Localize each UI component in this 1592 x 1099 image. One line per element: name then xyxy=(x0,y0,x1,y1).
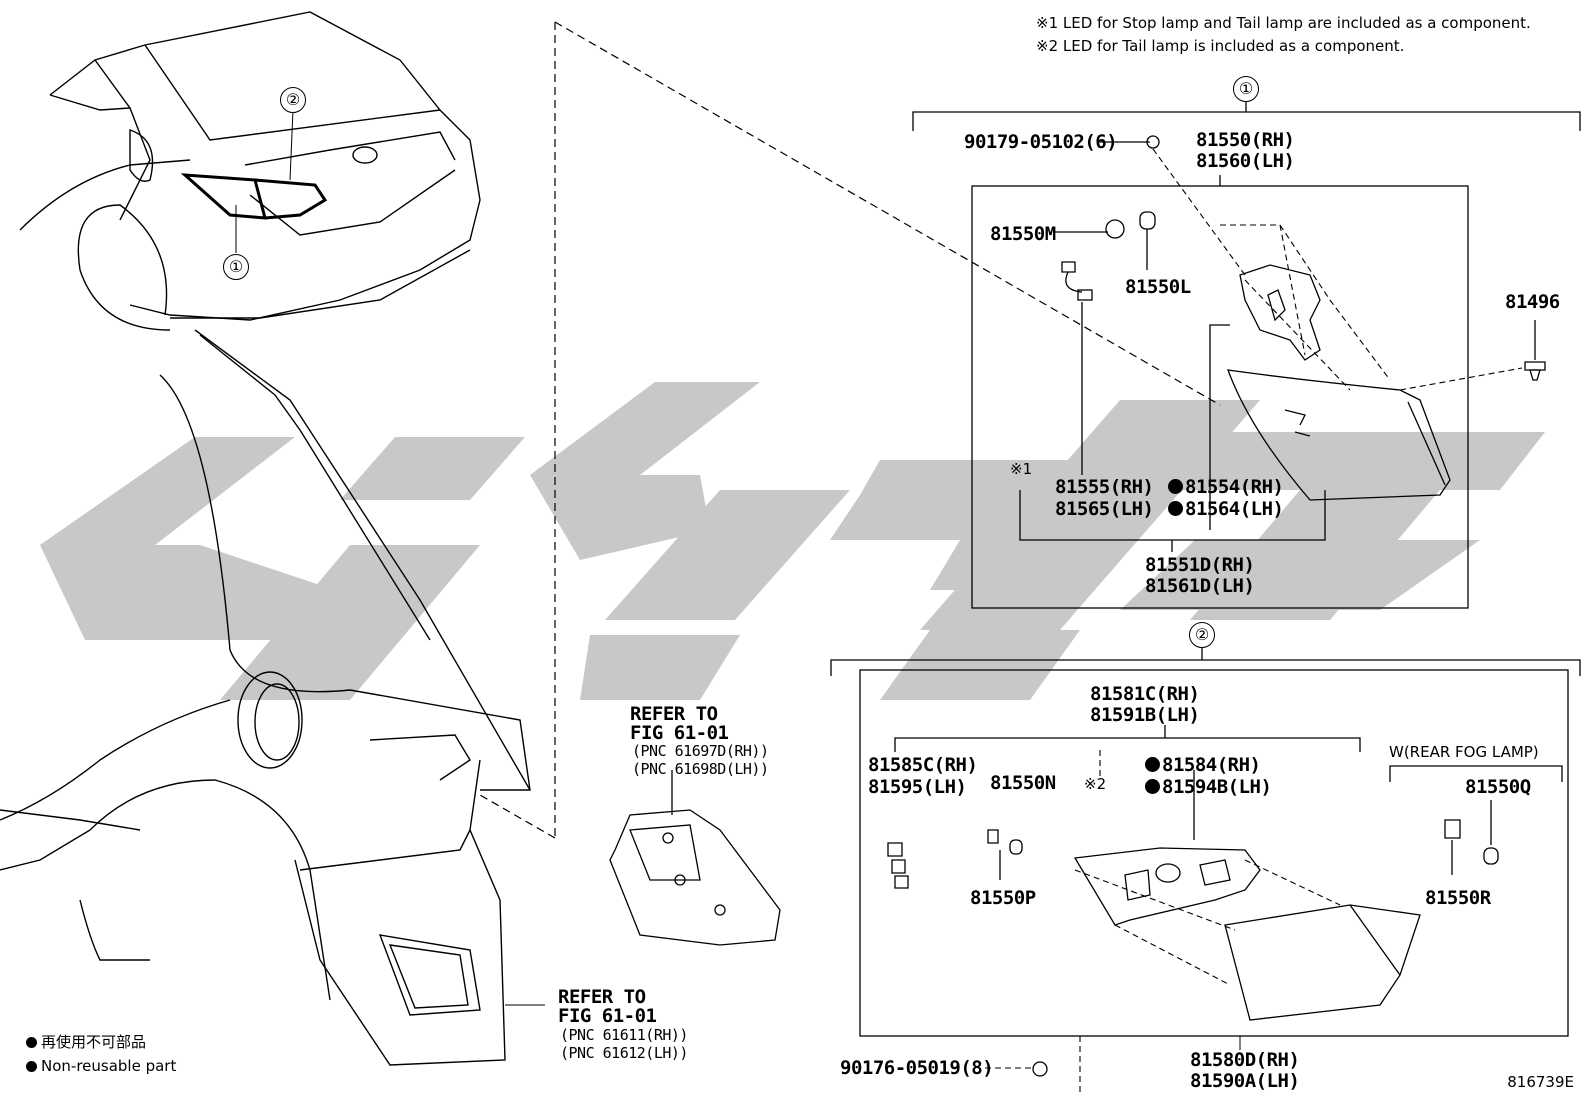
label-socket-81550p: 81550P xyxy=(970,887,1036,909)
bullet-icon xyxy=(26,1061,37,1072)
label-socket-81550r: 81550R xyxy=(1425,887,1491,909)
callout-lines-car xyxy=(235,109,294,253)
marker-1-group: ① xyxy=(1233,76,1259,102)
ref-a-line1: REFER TO xyxy=(630,703,718,725)
marker-2-group: ② xyxy=(1189,622,1215,648)
label-clip-81496: 81496 xyxy=(1505,291,1560,313)
label-sub-lh: 81591B(LH) xyxy=(1090,704,1200,726)
car-rear-view xyxy=(19,11,481,331)
dashed-guides xyxy=(479,21,1221,839)
label-gasket-lh: 81564(LH) xyxy=(1168,499,1284,519)
group2-parts xyxy=(887,770,1499,1021)
ref-a-line2: FIG 61-01 xyxy=(630,722,729,744)
inner-panel-ref-a xyxy=(609,770,781,946)
note-1: ※1 LED for Stop lamp and Tail lamp are i… xyxy=(1036,14,1531,32)
ref-b-line1: REFER TO xyxy=(558,986,646,1008)
group2-frame xyxy=(830,648,1581,1037)
label-assy-rh: 81550(RH) xyxy=(1196,129,1295,151)
label-bulb-81550l: 81550L xyxy=(1125,276,1191,298)
marker-x1: ※1 xyxy=(1010,460,1033,478)
bullet-icon xyxy=(26,1037,37,1048)
label-lens-rh: 81551D(RH) xyxy=(1145,554,1255,576)
body-quarter-panel xyxy=(0,329,531,1066)
marker-1-car: ① xyxy=(223,254,249,280)
label-fog-lamp-group: W(REAR FOG LAMP) xyxy=(1389,743,1539,761)
label-led-rh: 81555(RH) xyxy=(1055,476,1154,498)
group1-parts xyxy=(1019,135,1546,552)
ref-a-line4: (PNC 61698D(LH)) xyxy=(632,760,769,778)
label-sub-rh: 81581C(RH) xyxy=(1090,683,1200,705)
label-screw-90179: 90179-05102(6) xyxy=(964,131,1118,153)
group2-dashed xyxy=(985,750,1341,1095)
note-2: ※2 LED for Tail lamp is included as a co… xyxy=(1036,37,1405,55)
label-socket-lh: 81595(LH) xyxy=(868,776,967,798)
label-socket-81550m: 81550M xyxy=(990,223,1056,245)
label-gasket2-lh: 81594B(LH) xyxy=(1145,777,1272,797)
label-bulb-81550n: 81550N xyxy=(990,772,1056,794)
label-socket-rh: 81585C(RH) xyxy=(868,754,978,776)
label-bulb-81550q: 81550Q xyxy=(1465,776,1531,798)
label-lamp-rh: 81580D(RH) xyxy=(1190,1049,1300,1071)
ref-b-line3: (PNC 61611(RH)) xyxy=(560,1026,688,1044)
screw-90176-icon xyxy=(1032,1061,1048,1077)
marker-x2: ※2 xyxy=(1084,775,1107,793)
label-gasket2-rh: 81584(RH) xyxy=(1145,755,1261,775)
group1-frame xyxy=(912,100,1581,609)
watermark-logo xyxy=(40,382,1545,700)
ref-b-line2: FIG 61-01 xyxy=(558,1005,657,1027)
legend-jp: 再使用不可部品 xyxy=(26,1031,146,1052)
legend-en: Non-reusable part xyxy=(26,1057,176,1075)
label-lamp-lh: 81590A(LH) xyxy=(1190,1070,1300,1092)
group1-dashed xyxy=(1152,148,1523,391)
marker-2-car: ② xyxy=(280,87,306,113)
label-assy-lh: 81560(LH) xyxy=(1196,150,1295,172)
label-screw-90176: 90176-05019(8) xyxy=(840,1057,994,1079)
label-gasket-rh: 81554(RH) xyxy=(1168,477,1284,497)
ref-b-line4: (PNC 61612(LH)) xyxy=(560,1044,688,1062)
ref-a-line3: (PNC 61697D(RH)) xyxy=(632,742,769,760)
label-lens-lh: 81561D(LH) xyxy=(1145,575,1255,597)
label-led-lh: 81565(LH) xyxy=(1055,498,1154,520)
figure-id: 816739E xyxy=(1507,1073,1574,1091)
